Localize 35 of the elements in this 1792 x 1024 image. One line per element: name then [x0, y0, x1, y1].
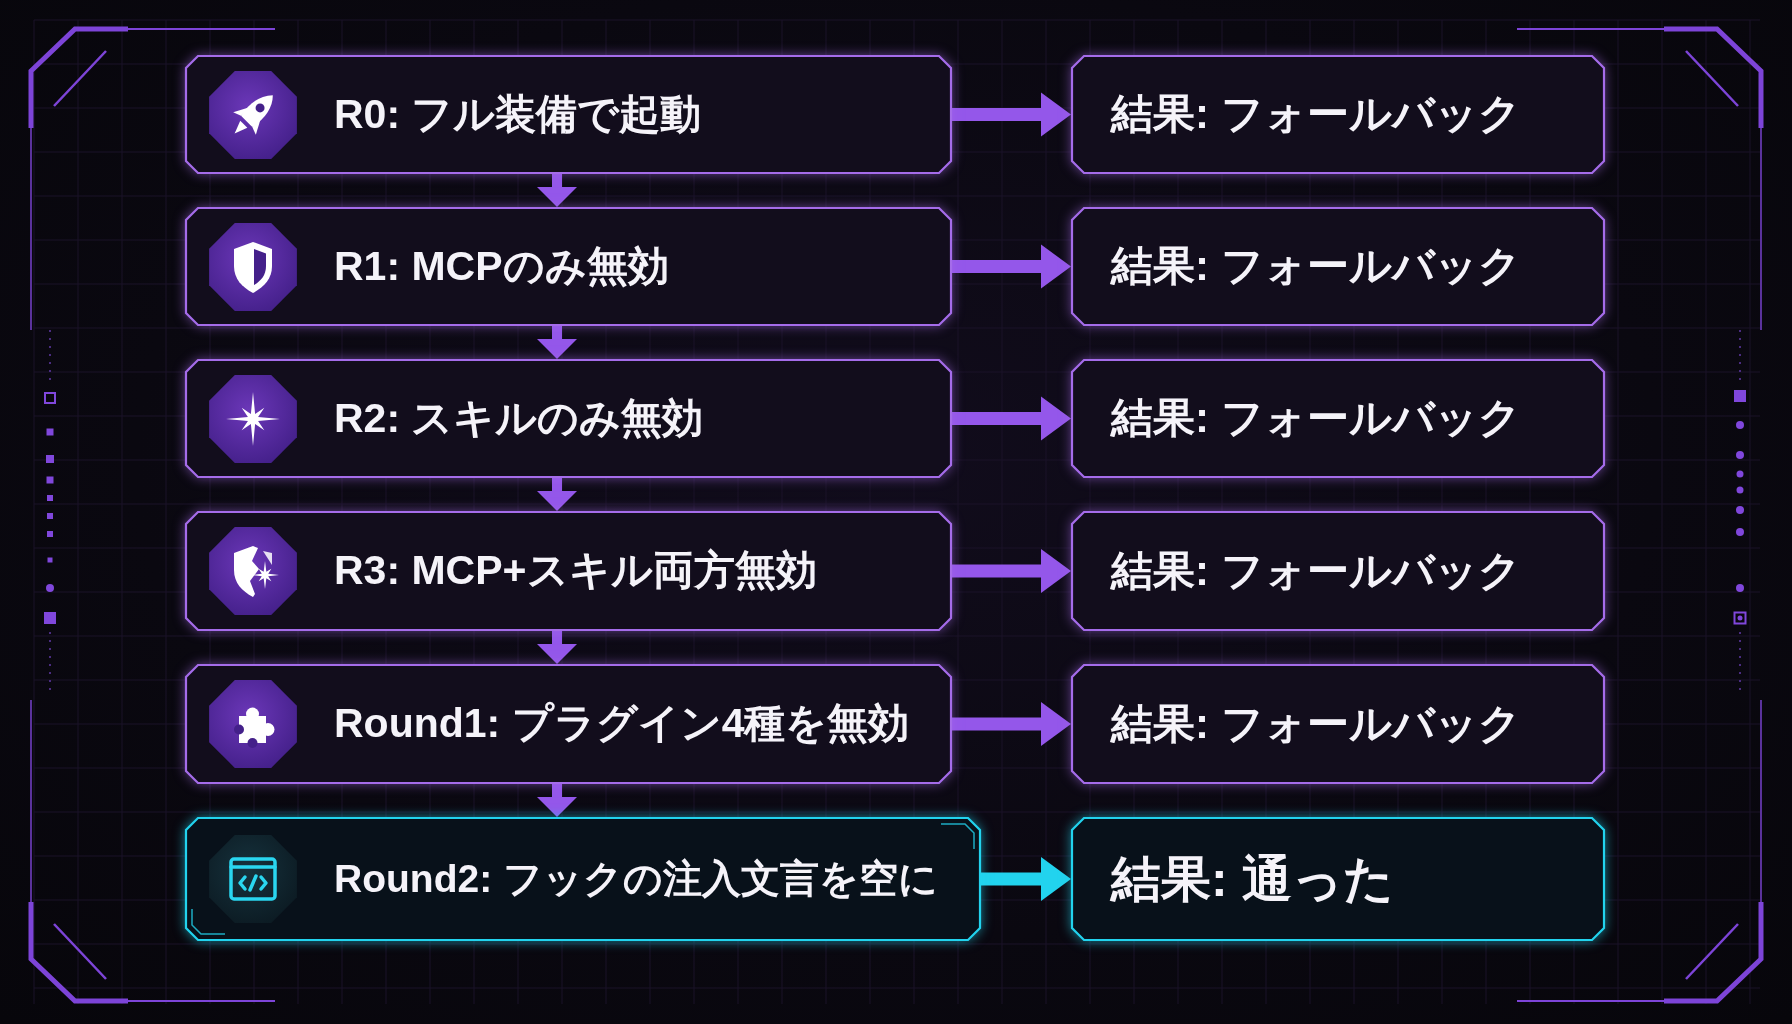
result-box [1071, 207, 1605, 326]
arrow [537, 478, 577, 511]
result-box [1071, 55, 1605, 174]
step-label: R3: MCP+スキル両方無効 [334, 546, 817, 596]
result-label: 結果: 通った [1111, 849, 1394, 909]
result-box [1071, 511, 1605, 631]
step-box [185, 511, 952, 631]
arrow [537, 631, 577, 664]
step-label: R0: フル装備で起動 [334, 89, 702, 139]
step-label: R2: スキルのみ無効 [334, 393, 704, 443]
arrow [537, 784, 577, 817]
step-label: Round1: プラグイン4種を無効 [334, 699, 910, 749]
result-label: 結果: フォールバック [1111, 241, 1521, 292]
result-box [1071, 817, 1605, 941]
step-box [185, 817, 981, 941]
arrow [952, 702, 1071, 746]
result-label: 結果: フォールバック [1111, 89, 1521, 140]
result-box [1071, 664, 1605, 784]
arrow [537, 174, 577, 207]
step-box [185, 359, 952, 478]
arrow [537, 326, 577, 359]
arrow [952, 92, 1071, 137]
step-label: Round2: フックの注入文言を空に [334, 855, 938, 902]
arrow [952, 549, 1071, 593]
result-label: 結果: フォールバック [1111, 545, 1521, 596]
arrow [952, 244, 1071, 289]
result-label: 結果: フォールバック [1111, 698, 1521, 749]
step-label: R1: MCPのみ無効 [334, 241, 669, 291]
step-box [185, 664, 952, 784]
step-box [185, 207, 952, 326]
result-label: 結果: フォールバック [1111, 393, 1521, 444]
arrow [981, 857, 1071, 901]
result-box [1071, 359, 1605, 478]
step-box [185, 55, 952, 174]
arrow [952, 396, 1071, 441]
